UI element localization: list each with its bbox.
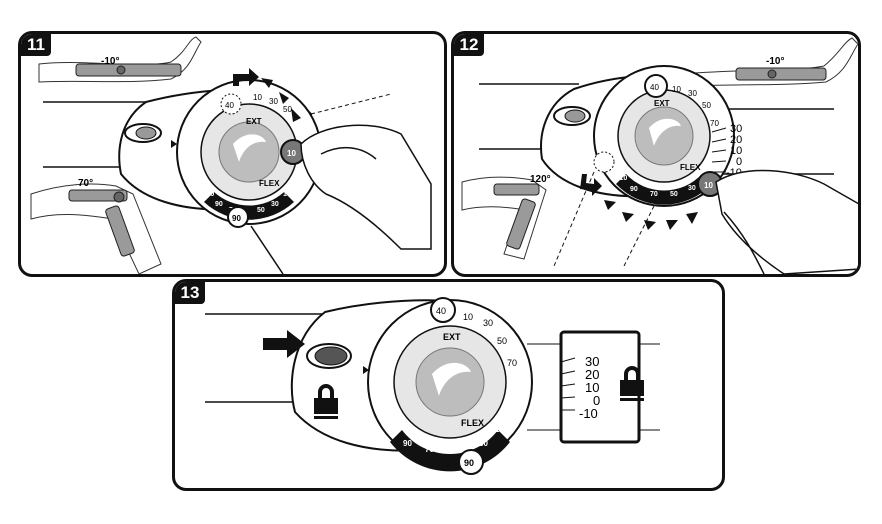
bottom-tick-2: 90	[215, 201, 223, 208]
bottom-tick-1: 110	[387, 425, 400, 434]
leg-angle-label-top: -10°	[101, 56, 119, 67]
bottom-tick-4: 30	[479, 439, 488, 448]
bottom-tick-3: 70	[650, 191, 658, 198]
step-number-badge: 12	[454, 34, 484, 56]
scale-value-2: 20	[585, 367, 599, 382]
scale-value-5: -10	[579, 406, 598, 421]
leg-angle-label-side: 70°	[78, 178, 93, 189]
bottom-tick-5: 30	[271, 201, 279, 208]
bottom-tick-5: 30	[688, 185, 696, 192]
lock-slider-button[interactable]	[306, 343, 352, 369]
bottom-tick-4: 50	[257, 207, 265, 214]
right-knob-value: 10	[287, 149, 296, 158]
bottom-tick-1: 110	[203, 191, 214, 198]
arrow-indicator-icon	[171, 140, 177, 148]
ext-label: EXT	[246, 117, 262, 126]
top-tick-2: 30	[688, 89, 697, 98]
leg-straight-icon	[38, 36, 202, 83]
step-number-badge: 13	[175, 282, 205, 304]
bottom-knob-value: 90	[464, 458, 474, 468]
top-tick-1: 10	[253, 93, 262, 102]
bottom-tick-1: 110	[616, 175, 627, 182]
top-tick-3: 50	[497, 336, 507, 346]
rotation-arrows-icon	[580, 174, 698, 230]
step-12-illustration: -10° 120° EXT 10 30 50 70 40 110 90 70	[461, 37, 858, 274]
push-arrow-icon	[263, 330, 305, 358]
top-stop-knob[interactable]	[220, 93, 242, 115]
leg-angle-label-top: -10°	[766, 56, 784, 67]
bottom-stop-knob[interactable]	[227, 206, 249, 228]
knob-value: 10	[704, 181, 713, 190]
flex-scale-band	[616, 174, 712, 205]
brand-logo-icon	[218, 121, 280, 183]
lock-slider-button[interactable]	[124, 123, 162, 143]
top-stop-knob[interactable]	[644, 74, 668, 98]
step-13-panel: 13 EXT 10 30 50 70 40 110	[172, 279, 725, 491]
step-11-panel: 11 -10° 70°	[18, 31, 447, 277]
top-tick-4: 70	[710, 119, 719, 128]
brand-logo-icon	[415, 347, 485, 417]
angle-scale	[527, 343, 660, 431]
bottom-tick-6: 10	[283, 191, 291, 198]
leg-angle-label-side: 120°	[530, 174, 551, 185]
bottom-tick-3: 70	[425, 445, 434, 454]
step-number-badge: 11	[21, 34, 51, 56]
bottom-knob-value: 90	[232, 214, 241, 223]
lock-icon	[314, 384, 338, 419]
top-tick-1: 10	[463, 312, 473, 322]
top-tick-3: 50	[702, 101, 711, 110]
brand-logo-icon	[634, 106, 694, 166]
hand-icon	[715, 169, 858, 274]
leg-straight-icon	[683, 37, 858, 87]
top-tick-3: 50	[283, 105, 292, 114]
removed-knob-outline	[593, 151, 615, 173]
scale-value-3: 10	[730, 145, 742, 157]
step-13-illustration: EXT 10 30 50 70 40 110 90 70 30 10 FLEX …	[205, 297, 660, 475]
flex-scale-band	[204, 192, 294, 220]
bottom-stop-knob[interactable]	[458, 449, 484, 475]
rotation-arrows-icon	[233, 68, 301, 122]
top-knob-value: 40	[225, 101, 234, 110]
scale-value-3: 10	[585, 380, 599, 395]
scale-value-1: 30	[730, 123, 742, 135]
arrow-indicator-icon	[363, 366, 369, 374]
top-tick-2: 30	[483, 318, 493, 328]
scale-value-4: 0	[593, 393, 600, 408]
top-tick-4: 70	[507, 358, 517, 368]
lock-icon	[620, 366, 644, 401]
top-stop-knob[interactable]	[430, 297, 456, 323]
step-11-illustration: -10° 70° EXT 10 30 50 40 110 9	[30, 36, 432, 274]
top-tick-2: 30	[269, 97, 278, 106]
ext-label: EXT	[443, 332, 461, 342]
top-knob-value: 40	[436, 306, 446, 316]
scale-value-2: 20	[730, 134, 742, 146]
leg-bent-icon	[461, 176, 547, 260]
bottom-tick-4: 50	[670, 191, 678, 198]
scale-value-1: 30	[585, 354, 599, 369]
angle-scale	[710, 127, 727, 173]
leg-bent-icon	[30, 183, 162, 274]
flex-label: FLEX	[259, 179, 280, 188]
ext-label: EXT	[654, 99, 670, 108]
step-12-panel: 12 -10° 120° EXT 10	[451, 31, 861, 277]
bottom-tick-5: 10	[495, 425, 504, 434]
flex-label: FLEX	[680, 163, 701, 172]
top-tick-1: 10	[672, 85, 681, 94]
hand-icon	[300, 124, 432, 250]
bottom-tick-2: 90	[403, 439, 412, 448]
scale-value-4: 0	[736, 156, 742, 168]
flex-label: FLEX	[461, 418, 484, 428]
top-knob-value: 40	[650, 83, 659, 92]
lock-slider-button[interactable]	[553, 106, 591, 126]
bottom-tick-2: 90	[630, 186, 638, 193]
